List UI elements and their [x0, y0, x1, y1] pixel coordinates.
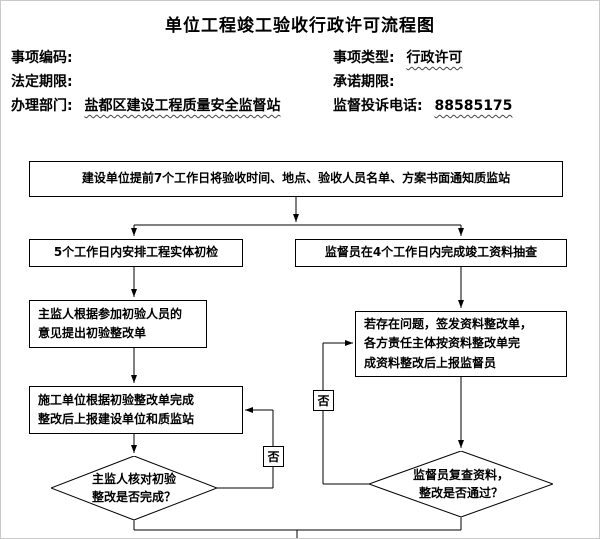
- legal-period-label: 法定期限:: [11, 74, 73, 90]
- right-step2-text: 若存在问题，签发资料整改单， 各方责任主体按资料整改单完 成资料整改后上报监督员: [364, 317, 533, 370]
- right-decision-text: 监督员复查资料， 整改是否通过？: [412, 468, 509, 500]
- page-title: 单位工程竣工验收行政许可流程图: [165, 16, 435, 36]
- left-step3-text: 施工单位根据初验整改单完成 整改后上报建设单位和质监站: [38, 392, 195, 426]
- item-type-value: 行政许可: [406, 50, 463, 66]
- item-type-field: 事项类型: 行政许可: [333, 47, 462, 67]
- left-decision-diamond: 主监人核对初验 整改是否完成？: [51, 456, 217, 520]
- phone-label: 监督投诉电话:: [333, 98, 423, 114]
- left-step3-box: 施工单位根据初验整改单完成 整改后上报建设单位和质监站: [29, 386, 243, 434]
- left-no-text: 否: [267, 450, 280, 464]
- right-no-text: 否: [317, 394, 330, 408]
- promise-period-field: 承诺期限:: [333, 71, 395, 91]
- department-value: 盐都区建设工程质量安全监督站: [84, 98, 281, 114]
- left-decision-text: 主监人核对初验 整改是否完成？: [91, 472, 176, 504]
- right-step1-text: 监督员在4个工作日内完成竣工资料抽查: [324, 245, 538, 260]
- department-field: 办理部门: 盐都区建设工程质量安全监督站: [11, 95, 280, 115]
- legal-period-field: 法定期限:: [11, 71, 73, 91]
- flow-start-text: 建设单位提前7个工作日将验收时间、地点、验收人员名单、方案书面通知质监站: [81, 171, 511, 186]
- right-step2-box: 若存在问题，签发资料整改单， 各方责任主体按资料整改单完 成资料整改后上报监督员: [355, 311, 567, 377]
- item-type-label: 事项类型:: [333, 50, 395, 66]
- promise-period-label: 承诺期限:: [333, 74, 395, 90]
- left-step1-box: 5个工作日内安排工程实体初检: [29, 239, 243, 267]
- left-step1-text: 5个工作日内安排工程实体初检: [53, 245, 219, 260]
- diamond-shape: [369, 451, 553, 517]
- item-code-field: 事项编码:: [11, 47, 73, 67]
- right-step1-box: 监督员在4个工作日内完成竣工资料抽查: [295, 239, 567, 267]
- diamond-shape: [51, 456, 217, 520]
- left-no-label: 否: [263, 446, 284, 467]
- phone-field: 监督投诉电话: 88585175: [333, 95, 512, 115]
- right-no-label: 否: [313, 390, 334, 411]
- item-code-label: 事项编码:: [11, 50, 73, 66]
- phone-value: 88585175: [434, 98, 513, 114]
- left-step2-box: 主监人根据参加初验人员的 意见提出初验整改单: [29, 300, 207, 348]
- left-step2-text: 主监人根据参加初验人员的 意见提出初验整改单: [38, 306, 183, 340]
- department-label: 办理部门:: [11, 98, 73, 114]
- right-decision-diamond: 监督员复查资料， 整改是否通过？: [369, 451, 553, 517]
- flow-start-box: 建设单位提前7个工作日将验收时间、地点、验收人员名单、方案书面通知质监站: [29, 161, 563, 197]
